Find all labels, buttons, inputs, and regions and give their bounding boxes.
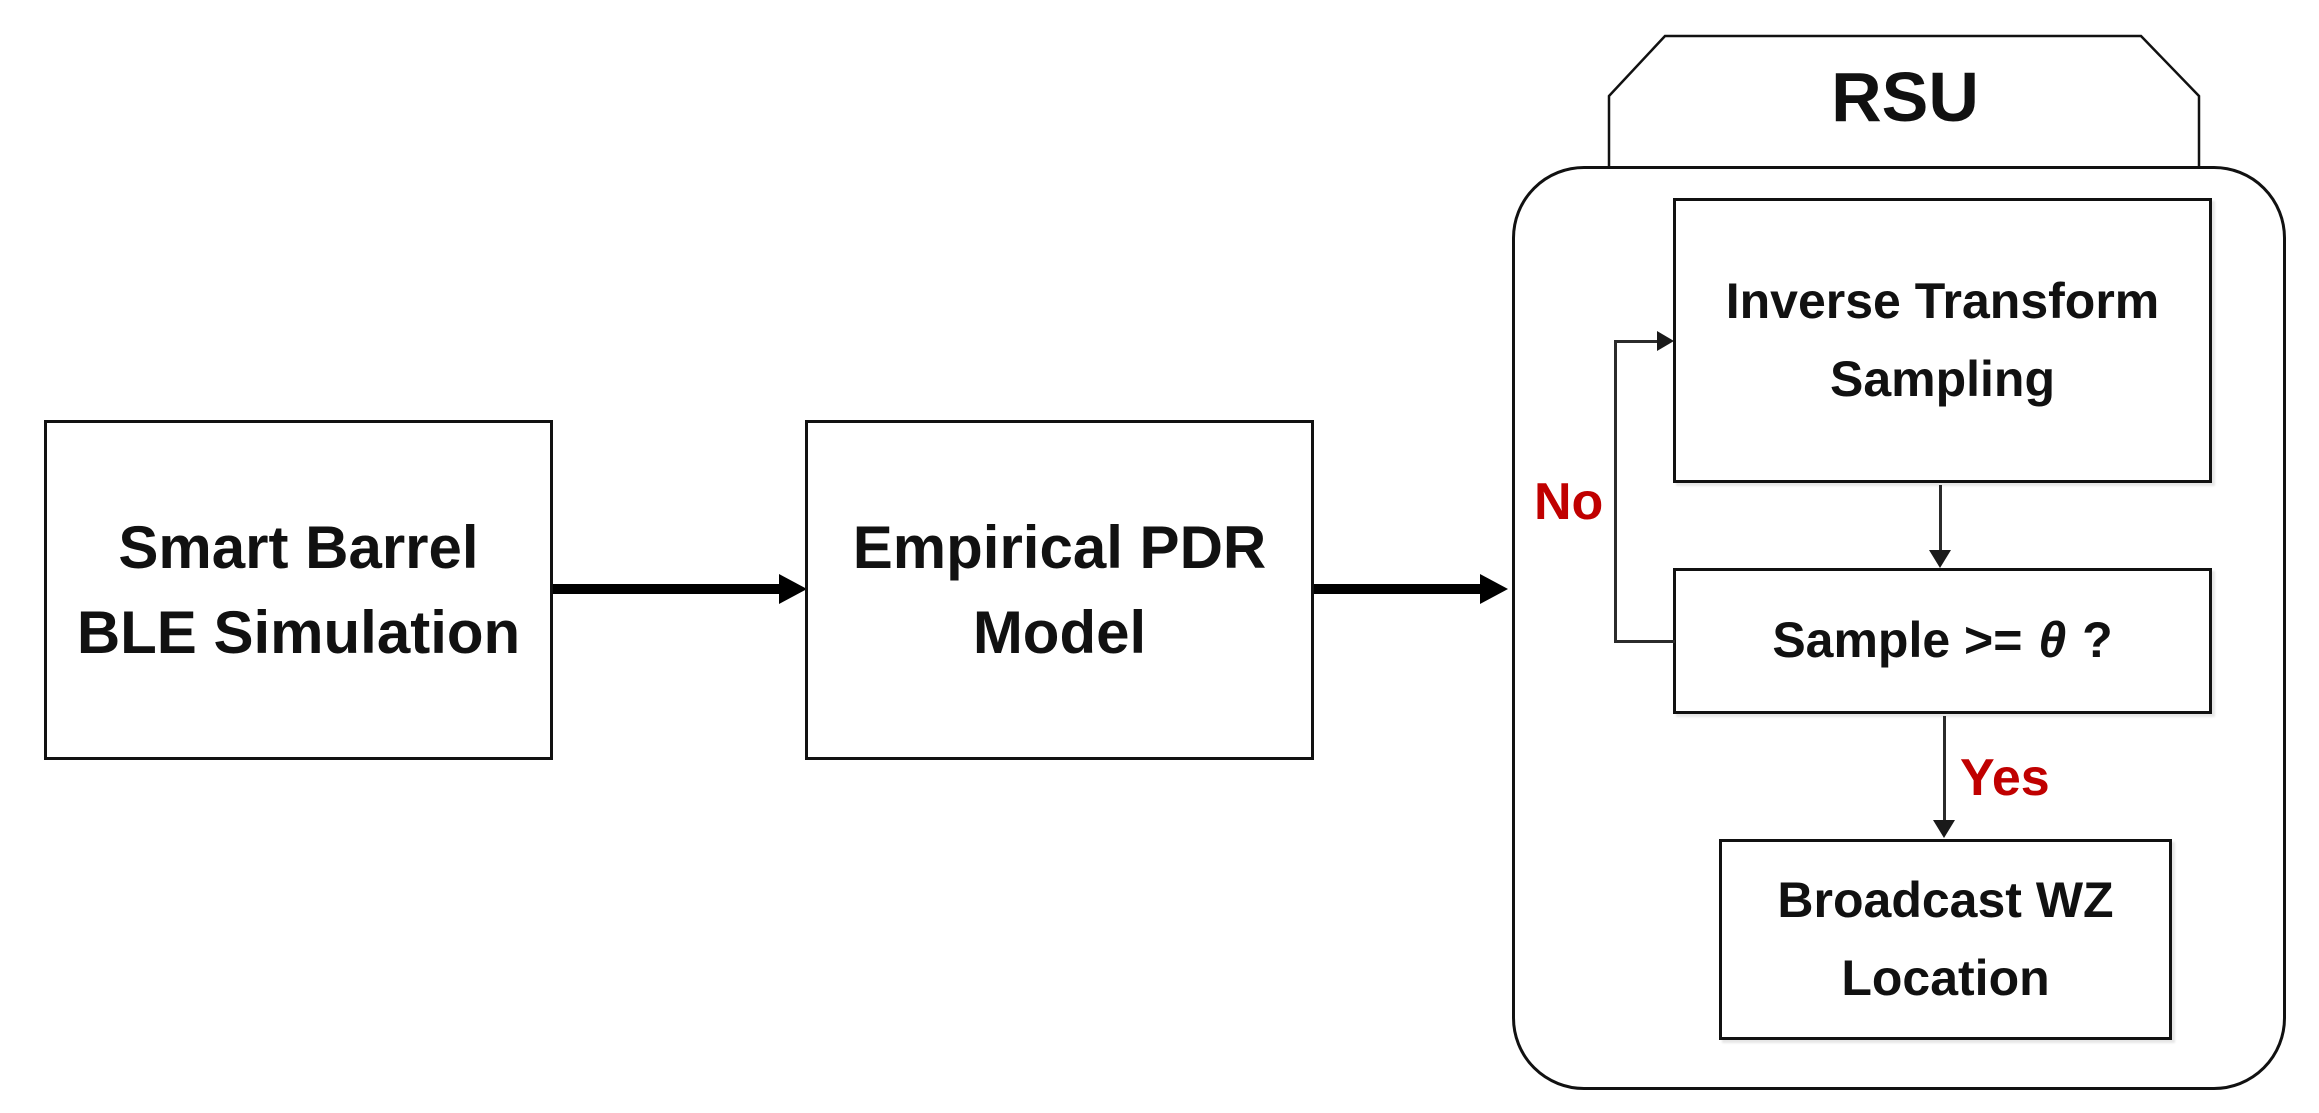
no-loop-top-segment [1614,340,1660,343]
no-label: No [1534,473,1604,531]
theta-symbol: θ [2038,612,2067,669]
smart-barrel-line-2: BLE Simulation [76,599,521,666]
arrow-its-to-sample-shaft [1939,485,1942,553]
inverse-transform-line-2: Sampling [1829,350,2056,407]
smart-barrel-label: Smart Barrel BLE Simulation [77,505,520,675]
empirical-pdr-line-2: Model [972,599,1147,666]
broadcast-label: Broadcast WZ Location [1777,862,2113,1017]
sample-check-question: ? [2068,612,2113,669]
no-loop-arrowhead [1657,331,1674,351]
rsu-title: RSU [1831,58,1979,136]
arrow-sample-to-broadcast-head [1933,820,1955,838]
empirical-pdr-label: Empirical PDR Model [853,505,1266,675]
arrow-pdr-to-rsu-head [1480,574,1508,604]
broadcast-line-2: Location [1841,949,2050,1006]
arrow-pdr-to-rsu-shaft [1314,584,1482,594]
arrow-sim-to-pdr-shaft [553,584,781,594]
inverse-transform-line-1: Inverse Transform [1725,273,2160,329]
empirical-pdr-box: Empirical PDR Model [805,420,1314,760]
inverse-transform-box: Inverse Transform Sampling [1673,198,2212,483]
smart-barrel-box: Smart Barrel BLE Simulation [44,420,553,760]
smart-barrel-line-1: Smart Barrel [118,513,479,581]
sample-check-label: Sample >= θ ? [1772,602,2112,680]
arrow-sample-to-broadcast-shaft [1943,716,1946,822]
no-loop-bottom-segment [1614,640,1675,643]
sample-check-text: Sample >= [1772,612,2037,669]
yes-label: Yes [1960,749,2050,807]
inverse-transform-label: Inverse Transform Sampling [1726,263,2160,418]
broadcast-box: Broadcast WZ Location [1719,839,2172,1040]
sample-check-box: Sample >= θ ? [1673,568,2212,714]
broadcast-line-1: Broadcast WZ [1777,872,2114,928]
arrow-its-to-sample-head [1929,550,1951,568]
no-loop-vertical-segment [1614,340,1617,643]
empirical-pdr-line-1: Empirical PDR [852,513,1267,581]
rsu-tab-shape [1607,34,2201,170]
arrow-sim-to-pdr-head [779,574,807,604]
